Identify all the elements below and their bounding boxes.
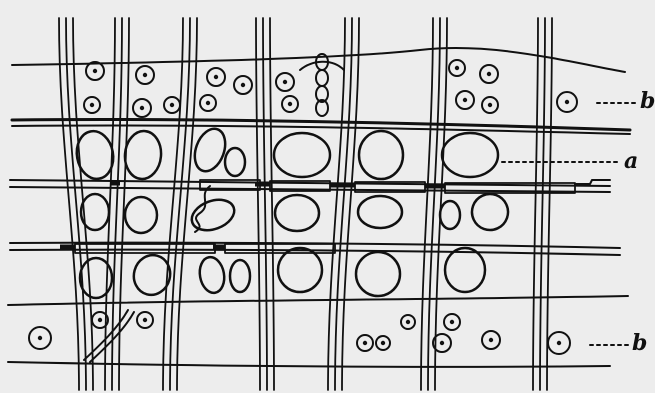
cell	[274, 133, 330, 177]
nucleus-dot	[170, 103, 174, 107]
label-b-top: b	[640, 88, 655, 114]
label-b-bottom: b	[632, 330, 647, 356]
chain-link	[316, 70, 328, 86]
nucleus-dot	[557, 341, 561, 345]
nucleus-dot	[214, 75, 218, 79]
nucleus-dot	[143, 73, 147, 77]
cell	[442, 133, 498, 177]
nucleus-dot	[363, 341, 367, 345]
cell	[189, 125, 230, 176]
nucleus-dot	[90, 103, 94, 107]
vertical-fiber	[263, 18, 267, 390]
vertical-fibers	[59, 18, 552, 390]
cell	[278, 248, 322, 292]
cell	[440, 201, 460, 229]
cell	[445, 248, 485, 292]
nucleus-dot	[440, 341, 444, 345]
cell	[197, 255, 227, 295]
cell	[123, 130, 163, 181]
chain-cap	[300, 62, 344, 70]
nucleus-dot	[489, 338, 493, 342]
fiber-step	[575, 180, 610, 184]
nucleus-dot	[565, 100, 569, 104]
nucleus-dot	[455, 66, 459, 70]
connectors	[84, 54, 610, 362]
nucleus-dot	[450, 320, 454, 324]
nucleus-dot	[143, 318, 147, 322]
vertical-fiber	[533, 18, 538, 390]
nucleus-dot	[288, 102, 292, 106]
cell	[275, 195, 319, 231]
cell	[356, 252, 400, 296]
nucleus-dot	[488, 103, 492, 107]
cell	[467, 189, 513, 235]
fiber-segment	[75, 244, 215, 253]
vertical-fiber	[540, 18, 545, 390]
vertical-fiber	[421, 18, 433, 390]
nucleus-dot	[38, 336, 42, 340]
nucleus-dot	[487, 72, 491, 76]
cells	[73, 125, 513, 299]
vertical-fiber	[270, 18, 274, 390]
nucleus-dot	[463, 98, 467, 102]
cell	[125, 197, 157, 233]
nuclei	[29, 60, 577, 354]
nucleus-dot	[241, 83, 245, 87]
cell	[81, 194, 109, 230]
label-a: a	[624, 148, 638, 174]
vertical-fiber	[256, 18, 260, 390]
cell	[359, 131, 403, 179]
cell	[230, 260, 250, 292]
nucleus-dot	[140, 106, 144, 110]
cell	[358, 196, 402, 228]
horizontal-fiber	[8, 362, 610, 367]
cell	[225, 148, 245, 176]
cell	[188, 194, 239, 235]
fiber-segment	[225, 244, 335, 253]
nucleus-dot	[381, 341, 385, 345]
nucleus-dot	[98, 318, 102, 322]
nucleus-dot	[406, 320, 410, 324]
nucleus-dot	[283, 80, 287, 84]
nucleus-dot	[206, 101, 210, 105]
nucleus-dot	[93, 69, 97, 73]
